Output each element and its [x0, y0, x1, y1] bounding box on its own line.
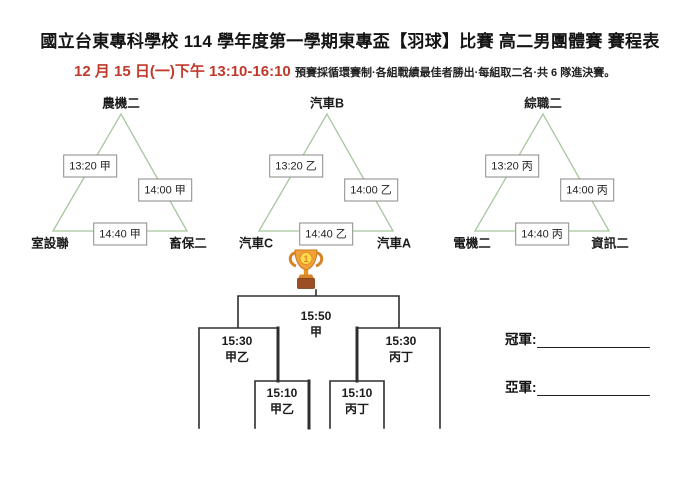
quarterfinal-right-label: 15:10 丙丁	[342, 385, 373, 417]
match-time-box: 13:20 甲	[63, 154, 117, 178]
event-datetime: 12 月 15 日(一)下午 13:10-16:10	[74, 63, 291, 80]
runner-up-label: 亞軍:	[505, 380, 537, 395]
quarterfinal-court: 丙丁	[344, 402, 370, 416]
champion-row: 冠軍:	[505, 328, 650, 348]
semifinal-time: 15:30	[221, 334, 253, 348]
match-time-box: 14:00 丙	[560, 178, 614, 202]
trophy-number: 1	[303, 254, 308, 264]
team-label: 汽車B	[309, 96, 345, 111]
quarterfinal-time: 15:10	[266, 386, 298, 400]
team-label: 室設聯	[31, 236, 69, 251]
match-time-box: 14:00 乙	[344, 178, 398, 202]
runner-up-row: 亞軍:	[505, 376, 650, 396]
team-label: 綜職二	[524, 96, 562, 111]
champion-blank-line	[536, 334, 650, 348]
runner-up-blank-line	[536, 382, 650, 396]
match-time-box: 14:40 丙	[515, 222, 569, 246]
quarterfinal-left-label: 15:10 甲乙	[267, 385, 298, 417]
semifinal-right-label: 15:30 丙丁	[386, 333, 417, 365]
bracket-lines	[198, 289, 441, 430]
format-note: 預賽採循環賽制·各組戰績最佳者勝出·每組取二名·共 6 隊進決賽。	[295, 67, 616, 79]
match-time-box: 13:20 乙	[269, 154, 323, 178]
final-time: 15:50	[300, 309, 332, 323]
semifinal-court: 甲乙	[224, 350, 250, 364]
match-time-box: 14:40 甲	[93, 222, 147, 246]
team-label: 畜保二	[169, 236, 207, 251]
final-match-label: 15:50 甲	[301, 308, 332, 340]
group-block-3: 綜職二 電機二 資訊二 13:20 丙 14:00 丙 14:40 丙	[442, 95, 657, 255]
team-label: 汽車C	[238, 236, 274, 251]
semifinal-time: 15:30	[385, 334, 417, 348]
semifinal-left-label: 15:30 甲乙	[222, 333, 253, 365]
team-label: 汽車A	[376, 236, 412, 251]
champion-label: 冠軍:	[505, 332, 537, 347]
team-label: 資訊二	[591, 236, 629, 251]
semifinal-court: 丙丁	[388, 350, 414, 364]
group-block-2: 汽車B 汽車C 汽車A 13:20 乙 14:00 乙 14:40 乙	[226, 95, 441, 255]
page-title: 國立台東專科學校 114 學年度第一學期東專盃【羽球】比賽 高二男團體賽 賽程表	[40, 32, 660, 51]
match-time-box: 13:20 丙	[485, 154, 539, 178]
team-label: 農機二	[102, 96, 140, 111]
group-block-1: 農機二 室設聯 畜保二 13:20 甲 14:00 甲 14:40 甲	[20, 95, 235, 255]
trophy-icon: 1	[288, 249, 324, 289]
quarterfinal-time: 15:10	[341, 386, 373, 400]
quarterfinal-court: 甲乙	[269, 402, 295, 416]
final-court: 甲	[309, 325, 323, 339]
match-time-box: 14:00 甲	[138, 178, 192, 202]
team-label: 電機二	[453, 236, 491, 251]
match-time-box: 14:40 乙	[299, 222, 353, 246]
